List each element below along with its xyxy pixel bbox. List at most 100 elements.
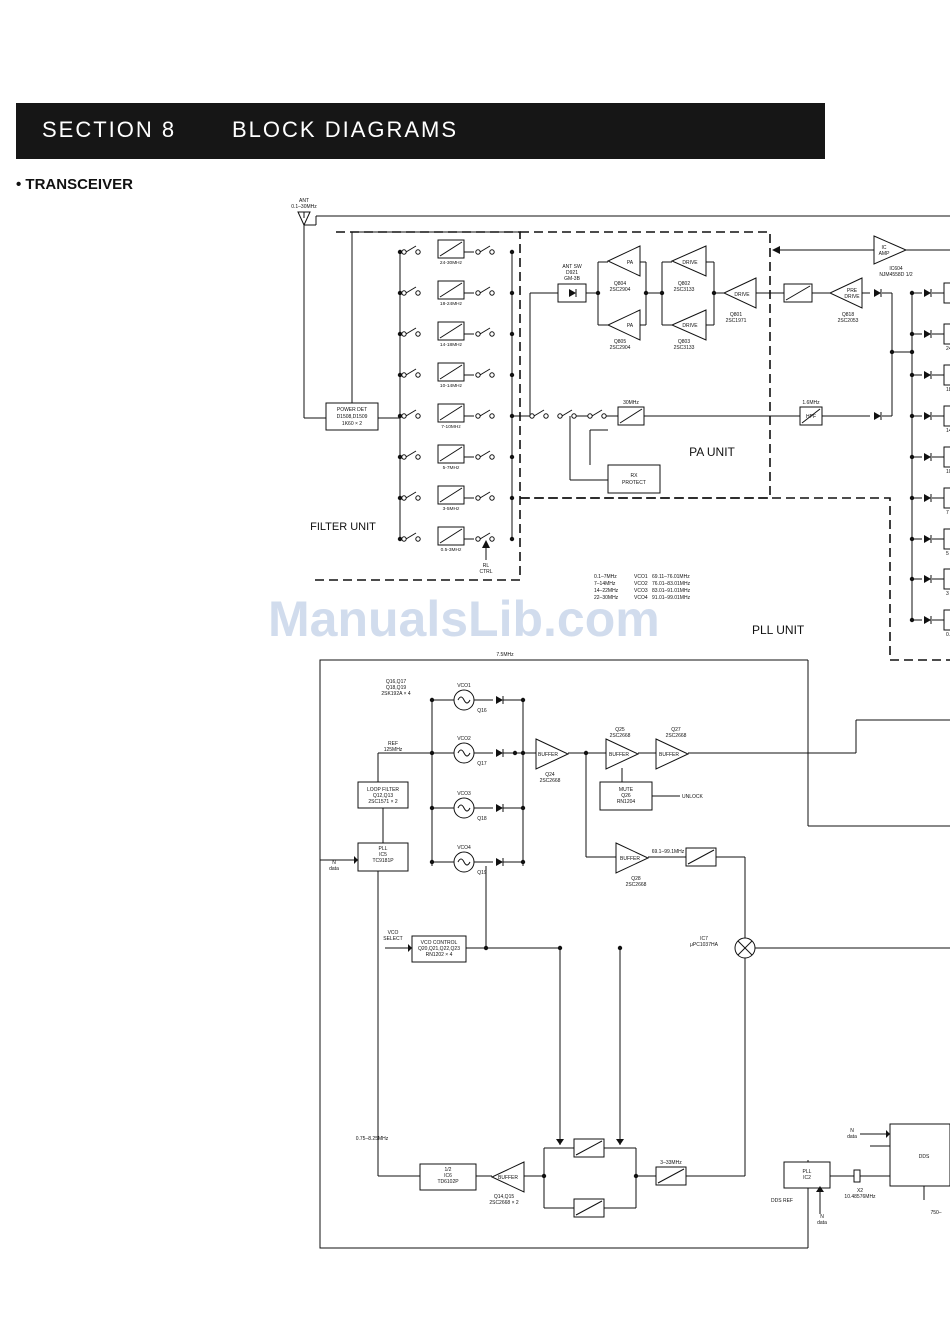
- filter-switch: [489, 495, 495, 501]
- q25-label: Q25: [615, 727, 625, 733]
- filter-slash: [439, 364, 463, 380]
- n-data-label: N: [850, 1128, 854, 1134]
- buffer-label: BUFFER: [659, 752, 679, 758]
- right-diode: [924, 575, 931, 583]
- mute-label: RN1204: [617, 799, 636, 805]
- switch-arm: [591, 409, 603, 417]
- pa-unit-border: [520, 231, 771, 499]
- q801-label: Q801: [730, 312, 742, 318]
- power-det-label: POWER DET: [337, 407, 367, 413]
- vco-table-vco: VCO2: [634, 581, 648, 587]
- ic604-label: NJM4558D 1/2: [879, 272, 913, 278]
- buffer-q24: [535, 738, 570, 770]
- q28-label: Q28: [631, 876, 641, 882]
- right-filter-label: 24: [946, 346, 950, 352]
- junction-dot: [909, 349, 915, 355]
- right-filter-partial: [943, 568, 950, 590]
- switch-arm: [405, 491, 417, 499]
- drive-label: DRIVE: [682, 260, 698, 266]
- tr-switch: [571, 413, 577, 419]
- q804-label: Q804: [614, 281, 626, 287]
- buffer-freq-label: 69.1–99.1MHz: [652, 849, 685, 855]
- vco-diode: [496, 858, 503, 866]
- pll-ic5-label: PLL: [379, 846, 388, 852]
- vco-control-label: VCO CONTROL: [421, 940, 458, 946]
- filter-band-label: 14-18MHz: [440, 342, 463, 348]
- filter-switch: [475, 290, 481, 296]
- junction-dot: [429, 697, 435, 703]
- n-data-label: data: [847, 1134, 857, 1140]
- junction-dot: [520, 697, 526, 703]
- filter-switch: [475, 372, 481, 378]
- filter-slash: [657, 1168, 685, 1184]
- right-filter-partial: [943, 487, 950, 509]
- rl-ctrl-label: RL: [483, 563, 490, 569]
- right-diode: [924, 412, 931, 420]
- filter-switch: [489, 413, 495, 419]
- buffer-label: BUFFER: [620, 856, 640, 862]
- vco-table-freq: 69.11–76.01MHz: [652, 574, 690, 580]
- filter-switch: [401, 290, 407, 296]
- ant-sw-switch: [543, 413, 549, 419]
- pll-ic5-block: [357, 842, 409, 872]
- vco-select-arrowhead: [408, 944, 412, 952]
- junction-dot: [397, 454, 403, 460]
- n-data-label: N: [820, 1214, 824, 1220]
- vco-name-label: VCO1: [457, 683, 471, 689]
- hpf-freq-label: 1.6MHz: [802, 400, 820, 406]
- q801-label: 2SC1971: [726, 318, 747, 324]
- arrowhead: [816, 1186, 824, 1192]
- vco-diode: [496, 804, 503, 812]
- vco-table-range: 0.1–7MHz: [594, 574, 617, 580]
- arrowhead: [886, 1130, 890, 1138]
- filter-band-label: 0.5-3MHz: [441, 547, 462, 553]
- vco-control-label: RN1202 × 4: [426, 952, 453, 958]
- filter-band-label: 18-24MHz: [440, 301, 463, 307]
- junction-dot: [509, 454, 515, 460]
- vco-q-name: Q19: [477, 870, 487, 876]
- mute-block: [599, 781, 653, 811]
- vco-table-vco: VCO4: [634, 595, 648, 601]
- ant-sw-diode: [569, 289, 576, 297]
- junction-dot: [509, 536, 515, 542]
- ref-label: 125MHz: [384, 747, 403, 753]
- mixer-cross: [737, 940, 753, 956]
- arrowhead: [556, 1139, 564, 1145]
- right-diode: [924, 535, 931, 543]
- diagram-subtitle: • TRANSCEIVER: [16, 176, 133, 193]
- pll-unit-label: PLL UNIT: [752, 623, 805, 637]
- pll-ic5-label: TC9181P: [372, 858, 394, 864]
- filter-slash: [439, 405, 463, 421]
- vco-table-freq: 91.01–99.01MHz: [652, 595, 691, 601]
- right-diode: [924, 371, 931, 379]
- ant-sw-label: GM-3B: [564, 276, 581, 282]
- drive-label: DRIVE: [734, 292, 750, 298]
- q27-label: Q27: [671, 727, 681, 733]
- right-filter-label: 0.5: [946, 632, 950, 638]
- vco-table-vco: VCO1: [634, 574, 648, 580]
- filter-switch: [475, 536, 481, 542]
- protect-switch: [601, 413, 607, 419]
- rl-ctrl-arrowhead: [482, 540, 490, 548]
- vco-select-label: SELECT: [383, 936, 402, 942]
- filter-switch: [401, 249, 407, 255]
- q25-label: 2SC2668: [610, 733, 631, 739]
- buffer-q27: [655, 738, 690, 770]
- filter-slash: [439, 528, 463, 544]
- loop-filter-label: LOOP FILTER: [367, 787, 399, 793]
- switch-arm: [479, 286, 491, 294]
- buffer-label: BUFFER: [609, 752, 629, 758]
- right-filter-partial: [943, 405, 950, 427]
- filter-band-label: 3-5MHz: [443, 506, 460, 512]
- right-filter-label: 5: [946, 551, 949, 557]
- q805-label: 2SC2904: [610, 345, 631, 351]
- right-filter-label: 7: [946, 510, 949, 516]
- switch-arm: [405, 286, 417, 294]
- junction-dot: [397, 249, 403, 255]
- right-diode: [924, 616, 931, 624]
- right-filter-label: 10: [946, 469, 950, 475]
- junction-dot: [512, 750, 518, 756]
- power-det-label: 1K60 × 2: [342, 421, 362, 427]
- ic6-block: [419, 1163, 477, 1191]
- filter-switch: [401, 454, 407, 460]
